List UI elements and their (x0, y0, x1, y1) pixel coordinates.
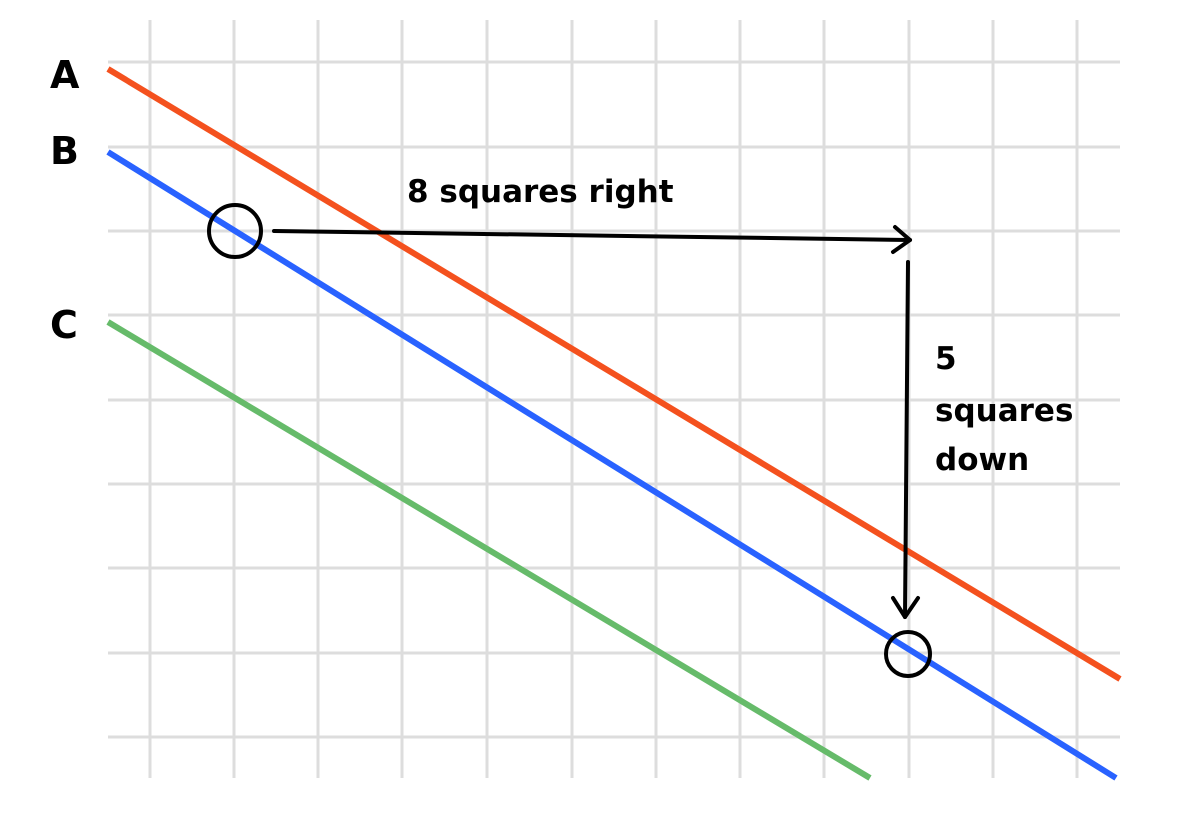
line-a (106, 66, 1122, 682)
end-point-circle (884, 630, 932, 678)
line-c-label: C (50, 303, 78, 347)
line-b (106, 149, 1118, 781)
rise-annotation-number: 5 (935, 341, 957, 377)
rise-annotation-unit: squares (935, 393, 1073, 429)
run-annotation: 8 squares right (407, 174, 674, 210)
right-arrow (272, 225, 912, 254)
line-c (106, 319, 872, 781)
rise-annotation-direction: down (935, 442, 1029, 478)
start-point-circle (207, 203, 263, 259)
grid (108, 20, 1120, 778)
line-b-label: B (50, 129, 79, 173)
down-arrow (891, 260, 920, 619)
line-a-label: A (50, 53, 80, 97)
